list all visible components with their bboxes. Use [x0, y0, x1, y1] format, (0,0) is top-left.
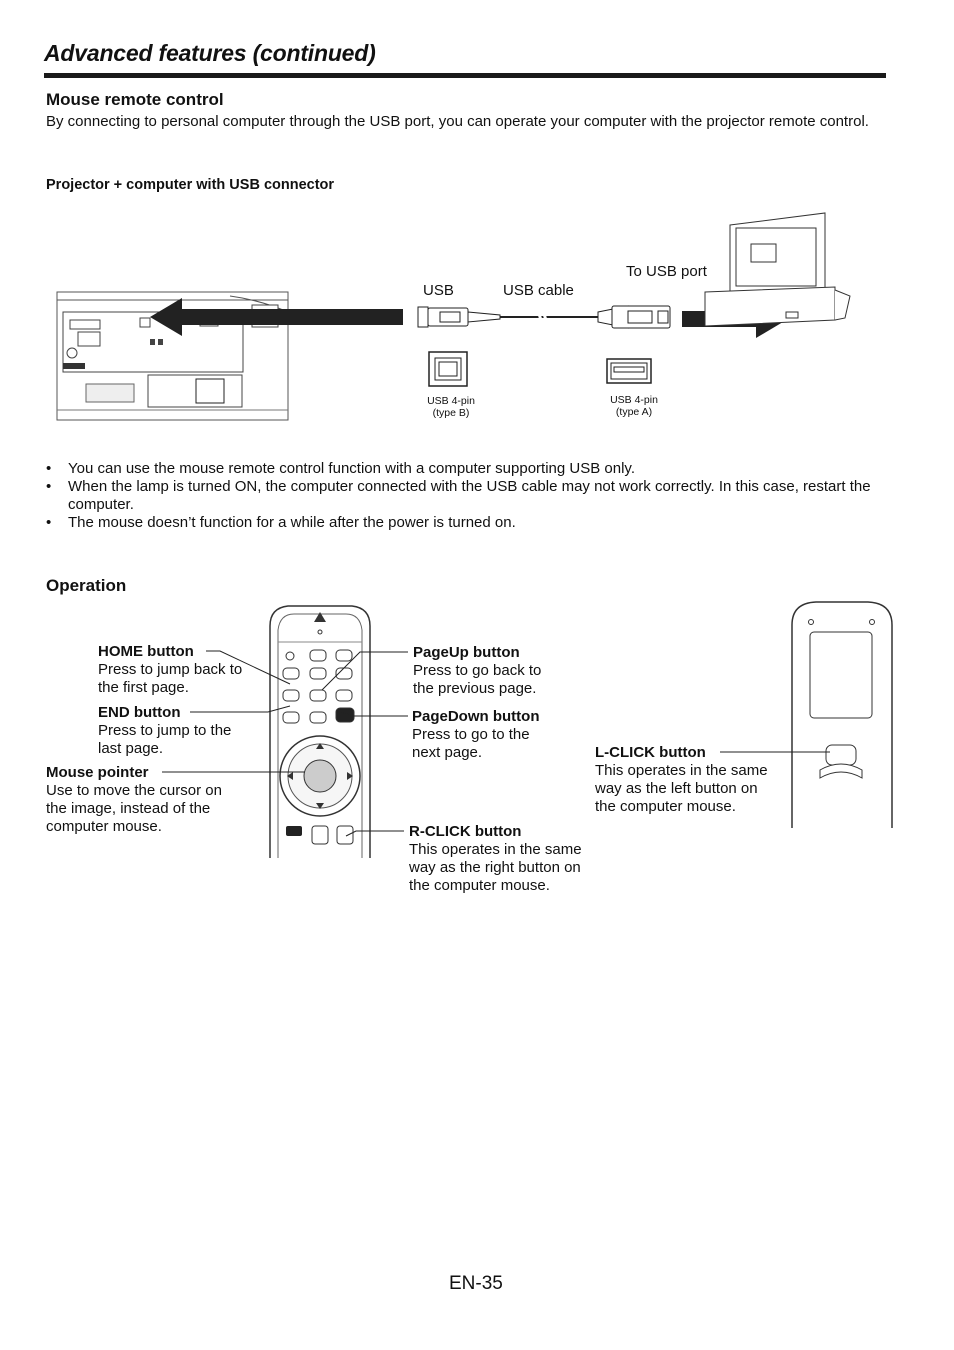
note-item: When the lamp is turned ON, the computer… — [44, 478, 884, 514]
usb-type-b-caption-line2: (type B) — [432, 407, 470, 419]
notes-list: You can use the mouse remote control fun… — [44, 460, 884, 532]
arrow-to-projector — [150, 298, 403, 336]
section-heading-operation: Operation — [46, 576, 127, 595]
usb-type-b-icon — [428, 351, 468, 387]
usb-cable-label: USB cable — [503, 282, 574, 299]
intro-paragraph: By connecting to personal computer throu… — [46, 113, 869, 130]
usb-label: USB — [423, 282, 454, 299]
callout-home-title: HOME button — [98, 643, 194, 660]
callout-lclick-desc: This operates in the same way as the lef… — [595, 762, 768, 815]
callout-pageup-title: PageUp button — [413, 644, 520, 661]
callout-pageup-button: PageUp button Press to go back to the pr… — [413, 644, 563, 698]
callout-pagedown-button: PageDown button Press to go to the next … — [412, 708, 562, 762]
usb-type-a-caption-line1: USB 4-pin — [610, 394, 658, 406]
callout-mouse-pointer: Mouse pointer Use to move the cursor on … — [46, 764, 246, 836]
to-usb-port-label: To USB port — [626, 263, 707, 280]
usb-type-b-caption: USB 4-pin (type B) — [413, 395, 489, 419]
callout-end-button: END button Press to jump to the last pag… — [98, 704, 248, 758]
usb-type-a-caption-line2: (type A) — [615, 406, 653, 418]
callout-home-button: HOME button Press to jump back to the fi… — [98, 643, 248, 697]
page-title: Advanced features (continued) — [44, 40, 376, 66]
callout-leader-lines — [162, 650, 830, 837]
callout-home-desc: Press to jump back to the first page. — [98, 661, 243, 696]
note-item: You can use the mouse remote control fun… — [44, 460, 884, 478]
callout-end-title: END button — [98, 704, 181, 721]
callout-rclick-desc: This operates in the same way as the rig… — [409, 841, 582, 894]
computer-illustration — [704, 212, 851, 327]
callout-rclick-title: R-CLICK button — [409, 823, 522, 840]
callout-pagedown-title: PageDown button — [412, 708, 540, 725]
callout-pageup-desc: Press to go back to the previous page. — [413, 662, 542, 697]
usb-type-b-caption-line1: USB 4-pin — [427, 395, 475, 407]
projector-rear-panel-illustration — [56, 291, 289, 421]
callout-lclick-title: L-CLICK button — [595, 744, 706, 761]
usb-type-a-caption: USB 4-pin (type A) — [596, 394, 672, 418]
remote-control-front-illustration — [269, 605, 371, 858]
callout-end-desc: Press to jump to the last page. — [98, 722, 232, 757]
title-rule — [44, 73, 886, 78]
note-item: The mouse doesn’t function for a while a… — [44, 514, 884, 532]
callout-lclick-button: L-CLICK button This operates in the same… — [595, 744, 775, 816]
usb-type-a-icon — [606, 358, 652, 384]
callout-pointer-title: Mouse pointer — [46, 764, 149, 781]
callout-pointer-desc: Use to move the cursor on the image, ins… — [46, 782, 222, 835]
usb-cable-illustration — [417, 305, 671, 329]
section-heading-mouse-remote: Mouse remote control — [46, 90, 224, 109]
callout-rclick-button: R-CLICK button This operates in the same… — [409, 823, 604, 895]
subheading-usb-connector: Projector + computer with USB connector — [46, 177, 335, 193]
callout-pagedown-desc: Press to go to the next page. — [412, 726, 530, 761]
remote-control-back-illustration — [791, 601, 893, 828]
page-number: EN-35 — [449, 1273, 503, 1294]
